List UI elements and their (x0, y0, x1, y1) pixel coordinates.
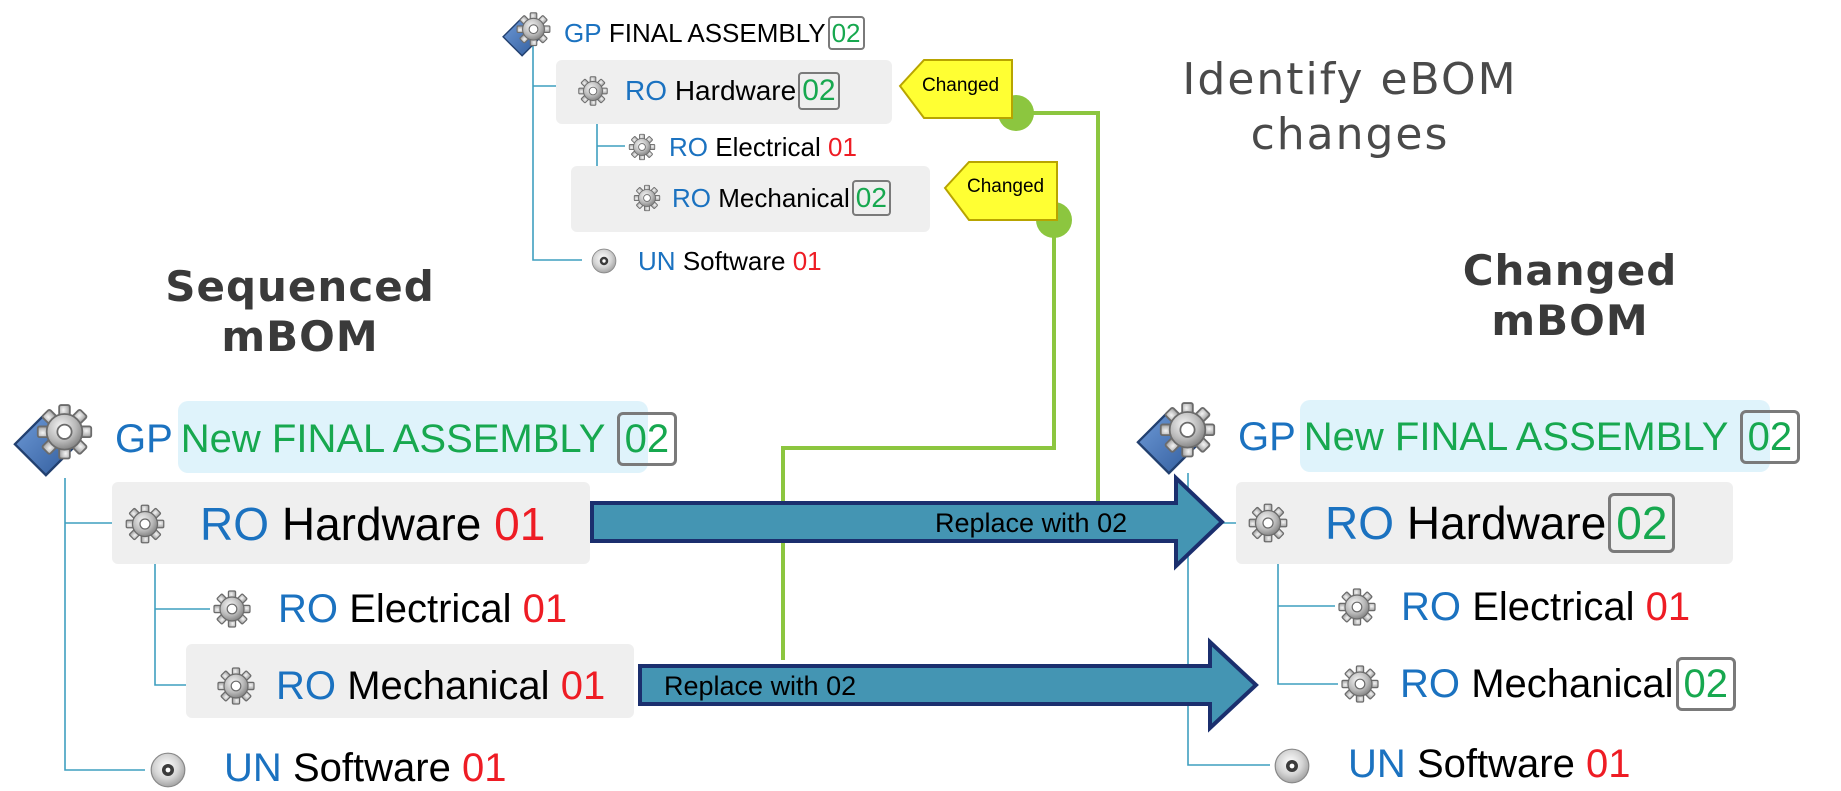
changed-hardware-version: 02 (1608, 493, 1676, 553)
changed-software-name: Software (1416, 741, 1575, 786)
ebom-electrical-node[interactable]: RO Electrical 01 (625, 130, 857, 164)
mechanical-changed-tag (943, 161, 1058, 221)
gear-diamond-icon (498, 9, 558, 57)
ebom-hardware-node[interactable]: RO Hardware 02 (575, 70, 840, 112)
sequenced-root-highlight (178, 401, 648, 473)
ebom-software-node[interactable]: UN Software 01 (588, 244, 822, 278)
ebom-root-node[interactable]: GP FINAL ASSEMBLY 02 (498, 14, 865, 52)
gear-icon (1341, 665, 1379, 703)
ebom-root-version: 02 (827, 16, 865, 50)
ebom-hardware-version: 02 (798, 72, 840, 110)
sequenced-electrical-prefix: RO (278, 586, 338, 631)
ebom-mechanical-node[interactable]: RO Mechanical 02 (630, 178, 891, 218)
sequenced-hardware-node[interactable]: RO Hardware 01 (122, 496, 545, 552)
changed-title: Changed mBOM (1462, 246, 1678, 346)
sequenced-electrical-node[interactable]: RO Electrical 01 (210, 585, 567, 633)
ebom-hardware-prefix: RO (625, 75, 667, 106)
changed-electrical-name: Electrical (1472, 584, 1635, 629)
ebom-mechanical-name: Mechanical (718, 182, 850, 213)
sequenced-hardware-name: Hardware (281, 498, 482, 550)
changed-mechanical-node[interactable]: RO Mechanical 02 (1338, 650, 1737, 718)
changed-hardware-name: Hardware (1406, 497, 1607, 549)
gear-icon (217, 667, 255, 705)
ebom-hardware-name: Hardware (674, 75, 797, 106)
gear-icon (633, 184, 661, 212)
sequenced-mechanical-version: 01 (560, 663, 606, 708)
ebom-electrical-version: 01 (828, 131, 857, 162)
changed-hardware-prefix: RO (1325, 497, 1394, 549)
changed-root-highlight (1300, 400, 1770, 472)
gear-icon (1248, 503, 1288, 543)
sequenced-software-node[interactable]: UN Software 01 (146, 746, 507, 790)
ebom-hardware-highlight (556, 60, 892, 124)
changed-root-name: New FINAL ASSEMBLY (1303, 414, 1729, 459)
sequenced-root-node[interactable]: GP New FINAL ASSEMBLY 02 (5, 398, 678, 480)
changed-mechanical-version: 02 (1675, 657, 1737, 711)
sequenced-root-prefix: GP (115, 416, 173, 461)
ebom-root-name: FINAL ASSEMBLY (608, 17, 826, 48)
sequenced-software-prefix: UN (224, 745, 282, 790)
sequenced-mechanical-name: Mechanical (347, 663, 550, 708)
changed-electrical-prefix: RO (1401, 584, 1461, 629)
ebom-mechanical-prefix: RO (672, 182, 711, 213)
ebom-electrical-prefix: RO (669, 131, 708, 162)
ebom-electrical-name: Electrical (715, 131, 821, 162)
changed-electrical-node[interactable]: RO Electrical 01 (1335, 583, 1690, 631)
changed-electrical-version: 01 (1645, 584, 1691, 629)
sequenced-electrical-version: 01 (522, 586, 568, 631)
sequenced-root-name: New FINAL ASSEMBLY (180, 416, 606, 461)
changed-root-node[interactable]: GP New FINAL ASSEMBLY 02 (1128, 396, 1801, 478)
sequenced-mechanical-prefix: RO (276, 663, 336, 708)
changed-root-version: 02 (1739, 410, 1801, 464)
gear-diamond-icon (5, 398, 105, 480)
sequenced-title: Sequenced mBOM (165, 262, 435, 362)
mechanical-changed-label: Changed (967, 176, 1045, 197)
ebom-mechanical-highlight (571, 166, 930, 232)
ebom-mechanical-version: 02 (851, 180, 891, 216)
hardware-changed-label: Changed (922, 75, 1000, 96)
changed-root-prefix: GP (1238, 414, 1296, 459)
changed-software-version: 01 (1586, 741, 1631, 786)
gear-icon (1338, 588, 1376, 626)
gear-icon (213, 590, 251, 628)
gear-icon (628, 133, 656, 161)
identify-annotation: Identify eBOM changes (1182, 54, 1518, 160)
sequenced-software-name: Software (292, 745, 451, 790)
ebom-root-prefix: GP (564, 17, 602, 48)
ebom-software-version: 01 (792, 245, 822, 276)
sequenced-mechanical-node[interactable]: RO Mechanical 01 (214, 662, 605, 710)
disc-icon (591, 248, 617, 274)
changed-software-node[interactable]: UN Software 01 (1270, 742, 1631, 786)
sequenced-hardware-prefix: RO (200, 498, 269, 550)
gear-icon (578, 76, 608, 106)
gear-icon (125, 504, 165, 544)
sequenced-mechanical-highlight (186, 644, 634, 718)
gear-diamond-icon (1128, 396, 1228, 478)
ebom-software-prefix: UN (638, 245, 676, 276)
changed-mechanical-prefix: RO (1400, 661, 1460, 706)
sequenced-hardware-version: 01 (494, 498, 546, 550)
sequenced-software-version: 01 (462, 745, 507, 790)
ebom-software-name: Software (682, 245, 786, 276)
replace-mechanical-arrow (638, 637, 1259, 733)
replace-mechanical-label: Replace with 02 (664, 671, 857, 701)
replace-hardware-label: Replace with 02 (935, 508, 1128, 538)
disc-icon (1274, 748, 1310, 784)
sequenced-electrical-name: Electrical (349, 586, 512, 631)
changed-mechanical-name: Mechanical (1471, 661, 1674, 706)
changed-software-prefix: UN (1348, 741, 1406, 786)
change-connectors (781, 111, 1100, 660)
sequenced-root-version: 02 (616, 412, 678, 466)
disc-icon (150, 752, 186, 788)
changed-tree-lines (1187, 473, 1338, 766)
replace-hardware-arrow (590, 473, 1225, 571)
sequenced-hardware-highlight (112, 482, 590, 564)
changed-hardware-node[interactable]: RO Hardware 02 (1245, 488, 1676, 558)
hardware-changed-tag (898, 59, 1013, 119)
